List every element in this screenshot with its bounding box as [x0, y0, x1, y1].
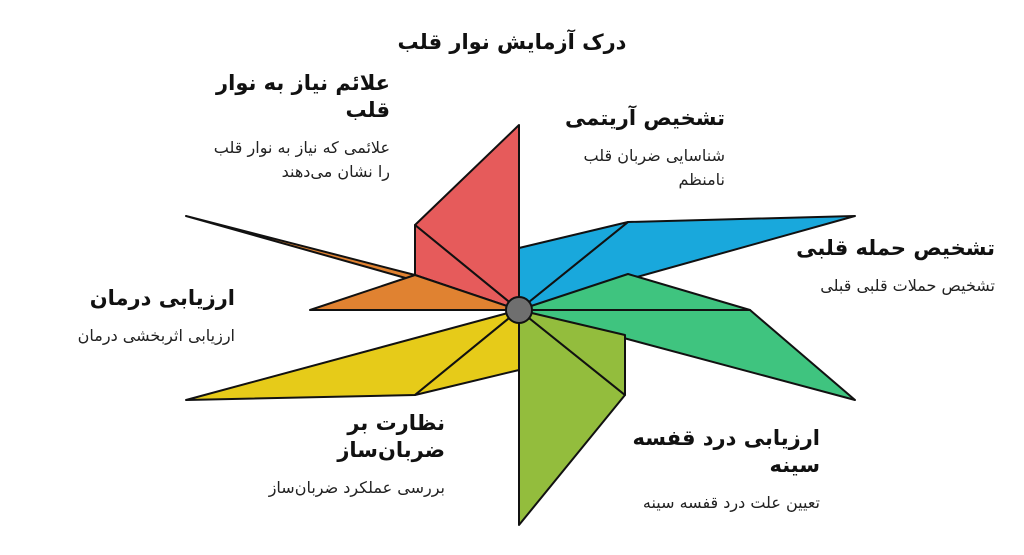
heading-heart-attack: تشخیص حمله قلبی: [796, 236, 995, 260]
blade-yellow: [185, 309, 520, 401]
heading-pacemaker: نظارت بر ضربان‌ساز: [337, 411, 445, 462]
desc-chest-pain: تعیین علت درد قفسه سینه: [642, 493, 820, 512]
desc-heart-attack: تشخیص حملات قلبی قبلی: [820, 276, 995, 295]
blade-lime-base: [518, 309, 626, 396]
blade-orange-base: [309, 274, 520, 311]
desc-treatment: ارزیابی اثربخشی درمان: [77, 326, 235, 345]
label-treatment: ارزیابی درمان ارزیابی اثربخشی درمان: [30, 285, 235, 348]
blade-orange: [185, 215, 520, 311]
label-arrhythmia: تشخیص آریتمی شناسایی ضربان قلب نامنظم: [560, 105, 725, 192]
heading-chest-pain: ارزیابی درد قفسه سینه: [632, 426, 820, 477]
blade-blue-base: [518, 221, 629, 311]
desc-ecg-need: علائمی که نیاز به نوار قلب را نشان می‌ده…: [213, 138, 390, 181]
label-pacemaker: نظارت بر ضربان‌ساز بررسی عملکرد ضربان‌سا…: [245, 410, 445, 500]
desc-pacemaker: بررسی عملکرد ضربان‌ساز: [268, 478, 445, 497]
blade-yellow-base: [414, 309, 520, 396]
diagram-title: درک آزمایش نوار قلب: [397, 30, 627, 54]
pinwheel-hub: [505, 296, 533, 324]
label-ecg-need: علائم نیاز به نوار قلب علائمی که نیاز به…: [200, 70, 390, 184]
label-chest-pain: ارزیابی درد قفسه سینه تعیین علت درد قفسه…: [590, 425, 820, 515]
label-heart-attack: تشخیص حمله قلبی تشخیص حملات قلبی قبلی: [780, 235, 995, 298]
heading-ecg-need: علائم نیاز به نوار قلب: [216, 71, 390, 122]
heading-arrhythmia: تشخیص آریتمی: [565, 106, 725, 130]
heading-treatment: ارزیابی درمان: [89, 286, 235, 310]
desc-arrhythmia: شناسایی ضربان قلب نامنظم: [583, 146, 726, 189]
blade-lime: [518, 309, 626, 526]
